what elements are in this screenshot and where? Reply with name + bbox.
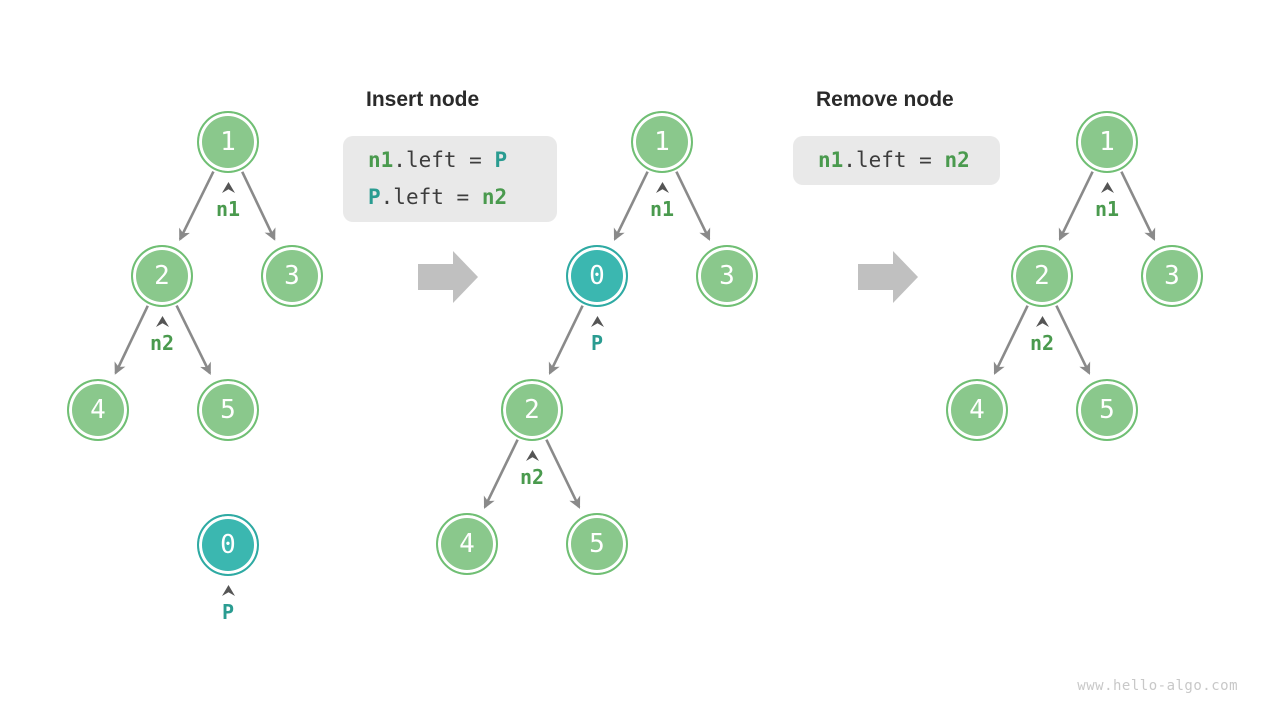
code-token: n2 — [944, 148, 970, 172]
tree-node-3: 3 — [696, 245, 758, 307]
insert-section-title: Insert node — [366, 88, 480, 111]
caret-up-icon — [155, 316, 169, 327]
caret-up-icon — [221, 585, 235, 596]
tree-edge — [241, 171, 276, 241]
pointer-label-P: P — [557, 316, 637, 353]
pointer-label-P: P — [188, 585, 268, 622]
caret-up-icon — [655, 182, 669, 193]
pointer-label-n1: n1 — [188, 182, 268, 219]
pointer-label-n2: n2 — [122, 316, 202, 353]
tree-edge — [1058, 171, 1094, 241]
transition-arrow-icon — [418, 251, 478, 303]
caret-up-icon — [525, 450, 539, 461]
tree-edge — [613, 171, 649, 241]
tree-node-4: 4 — [946, 379, 1008, 441]
pointer-label-n1: n1 — [1067, 182, 1147, 219]
remove-section-title: Remove node — [816, 88, 954, 111]
tree-edge — [1120, 171, 1156, 241]
pointer-label-n2: n2 — [492, 450, 572, 487]
tree-node-4: 4 — [67, 379, 129, 441]
tree-node-0: 0 — [566, 245, 628, 307]
caret-up-icon — [590, 316, 604, 327]
code-line: n1.left = P — [368, 142, 557, 179]
tree-edge — [545, 439, 581, 509]
tree-node-1: 1 — [197, 111, 259, 173]
code-line: n1.left = n2 — [818, 142, 1000, 179]
pointer-label-text: n2 — [149, 331, 175, 355]
tree-node-3: 3 — [1141, 245, 1203, 307]
transition-arrow-icon — [858, 251, 918, 303]
code-token: n2 — [481, 185, 508, 209]
pointer-label-text: P — [221, 600, 235, 624]
tree-edge — [548, 305, 584, 375]
code-token: .left = — [393, 148, 495, 172]
tree-node-1: 1 — [631, 111, 693, 173]
tree-node-5: 5 — [1076, 379, 1138, 441]
pointer-label-text: n1 — [215, 197, 241, 221]
pointer-label-text: n1 — [1094, 197, 1120, 221]
tree-edge — [114, 305, 149, 375]
pointer-label-text: n2 — [1029, 331, 1055, 355]
tree-node-3: 3 — [261, 245, 323, 307]
code-token: .left = — [380, 185, 482, 209]
pointer-label-n2: n2 — [1002, 316, 1082, 353]
pointer-label-text: n1 — [649, 197, 675, 221]
watermark: www.hello-algo.com — [1077, 678, 1238, 694]
caret-up-icon — [1100, 182, 1114, 193]
code-token: n1 — [368, 148, 394, 172]
tree-edge — [993, 305, 1029, 375]
code-token: n1 — [818, 148, 844, 172]
tree-node-0: 0 — [197, 514, 259, 576]
caret-up-icon — [221, 182, 235, 193]
tree-node-2: 2 — [1011, 245, 1073, 307]
code-token: P — [368, 185, 381, 209]
tree-node-5: 5 — [566, 513, 628, 575]
tree-node-1: 1 — [1076, 111, 1138, 173]
code-line: P.left = n2 — [368, 179, 557, 216]
tree-edge — [1055, 305, 1091, 375]
pointer-label-text: n2 — [519, 465, 545, 489]
code-token: .left = — [843, 148, 945, 172]
tree-edge — [483, 439, 519, 509]
tree-edge — [175, 305, 212, 376]
tree-node-5: 5 — [197, 379, 259, 441]
pointer-label-n1: n1 — [622, 182, 702, 219]
tree-edge — [675, 171, 711, 241]
remove-code-block: n1.left = n2 — [793, 136, 1000, 185]
tree-edge — [178, 171, 215, 242]
pointer-label-text: P — [590, 331, 604, 355]
code-token: P — [494, 148, 508, 172]
tree-node-4: 4 — [436, 513, 498, 575]
tree-node-2: 2 — [131, 245, 193, 307]
tree-node-2: 2 — [501, 379, 563, 441]
caret-up-icon — [1035, 316, 1049, 327]
